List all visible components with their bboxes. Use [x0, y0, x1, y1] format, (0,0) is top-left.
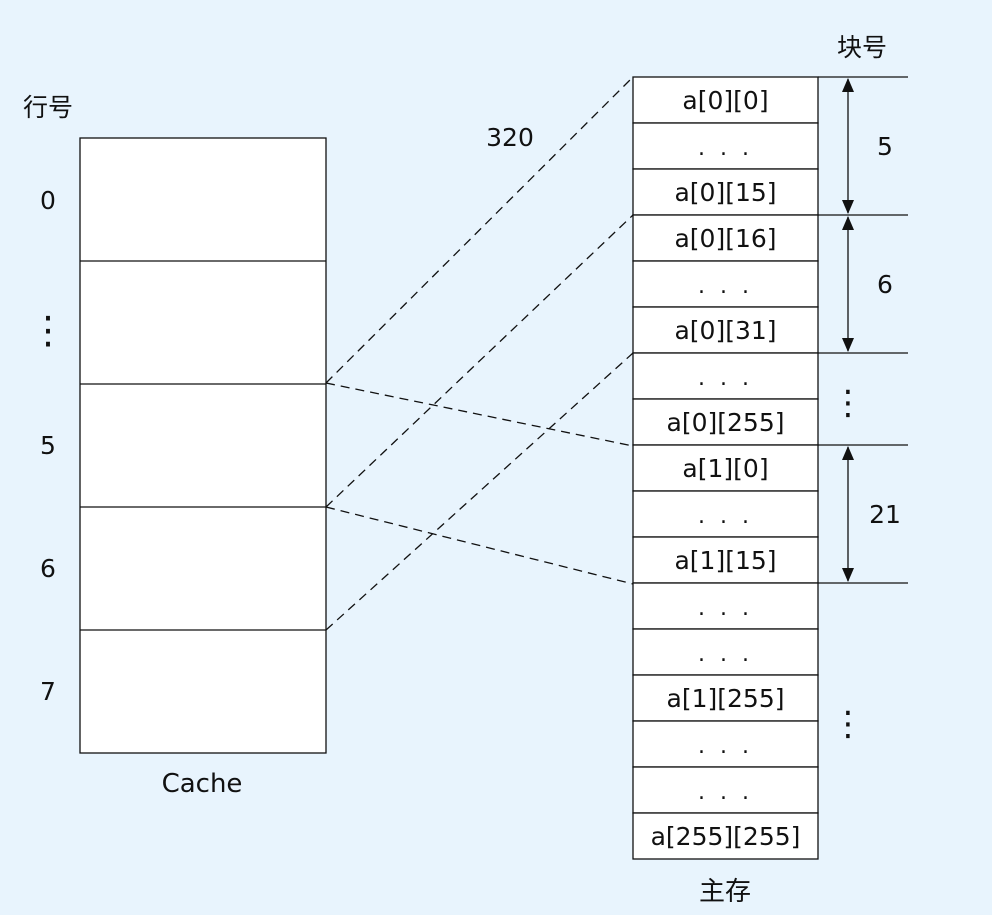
- map-line-block6-top: [325, 214, 634, 508]
- block-number: 6: [877, 270, 893, 299]
- memory-cell-label: . . .: [698, 780, 753, 805]
- cache: 行号 0 ⋮ 5 6 7 Cache: [23, 93, 327, 799]
- arrowhead-up-icon: [842, 78, 854, 92]
- arrowhead-up-icon: [842, 216, 854, 230]
- memory-cell-label: a[0][16]: [674, 224, 776, 253]
- memory-cell-label: a[1][0]: [682, 454, 768, 483]
- memory-cell-label: a[255][255]: [651, 822, 801, 851]
- memory-cell: [632, 260, 819, 308]
- memory-cell: [632, 306, 819, 354]
- memory-cell-label: a[1][15]: [674, 546, 776, 575]
- memory-cell: [632, 720, 819, 768]
- arrowhead-down-icon: [842, 568, 854, 582]
- memory-cell: [632, 76, 819, 124]
- memory-cell-label: a[0][31]: [674, 316, 776, 345]
- main-memory: a[0][0] . . . a[0][15] a[0][16] . . . a[0][31…: [632, 76, 819, 860]
- memory-cell-label: a[0][15]: [674, 178, 776, 207]
- cache-box: [79, 137, 327, 754]
- memory-cell: [632, 352, 819, 400]
- map-line-block7-top: [325, 352, 634, 631]
- arrowhead-down-icon: [842, 200, 854, 214]
- cache-row-label: 5: [40, 431, 56, 460]
- memory-cell-label: a[0][255]: [667, 408, 785, 437]
- memory-cell-label: . . .: [698, 274, 753, 299]
- block-markers: 5 6 21: [818, 76, 908, 584]
- cache-row-label: ⋮: [29, 308, 67, 352]
- block-number: 21: [869, 500, 901, 529]
- vertical-ellipsis: ⋮: [831, 383, 865, 423]
- memory-cell-label: . . .: [698, 366, 753, 391]
- memory-cell-label: . . .: [698, 136, 753, 161]
- memory-cell-label: . . .: [698, 596, 753, 621]
- memory-cell-label: . . .: [698, 504, 753, 529]
- cache-row-label: 7: [40, 677, 56, 706]
- memory-cell-label: a[0][0]: [682, 86, 768, 115]
- memory-cell-label: . . .: [698, 642, 753, 667]
- memory-cell: [632, 214, 819, 262]
- memory-cell: [632, 444, 819, 492]
- cache-row-label: 6: [40, 554, 56, 583]
- mapping-lines: [325, 76, 634, 631]
- memory-cell-label: . . .: [698, 734, 753, 759]
- memory-cell: [632, 812, 819, 860]
- block-number: 5: [877, 132, 893, 161]
- map-line-block5-top: [325, 76, 634, 384]
- memory-cell: [632, 766, 819, 814]
- row-number-label: 行号: [23, 93, 73, 122]
- main-memory-caption: 主存: [699, 877, 751, 907]
- memory-cell: [632, 168, 819, 216]
- arrowhead-up-icon: [842, 446, 854, 460]
- memory-cell: [632, 582, 819, 630]
- cache-row-label: 0: [40, 186, 56, 215]
- memory-cell-label: a[1][255]: [667, 684, 785, 713]
- memory-cell: [632, 536, 819, 584]
- map-line-block21-bottom: [325, 506, 634, 585]
- block-number-label: 块号: [837, 33, 887, 62]
- map-line-block5-bottom: [325, 382, 634, 447]
- memory-cell: [632, 490, 819, 538]
- offset-label: 320: [486, 123, 534, 152]
- memory-cell: [632, 674, 819, 722]
- cache-caption: Cache: [162, 769, 243, 799]
- memory-cell: [632, 398, 819, 446]
- arrowhead-down-icon: [842, 338, 854, 352]
- vertical-ellipsis: ⋮: [831, 704, 865, 744]
